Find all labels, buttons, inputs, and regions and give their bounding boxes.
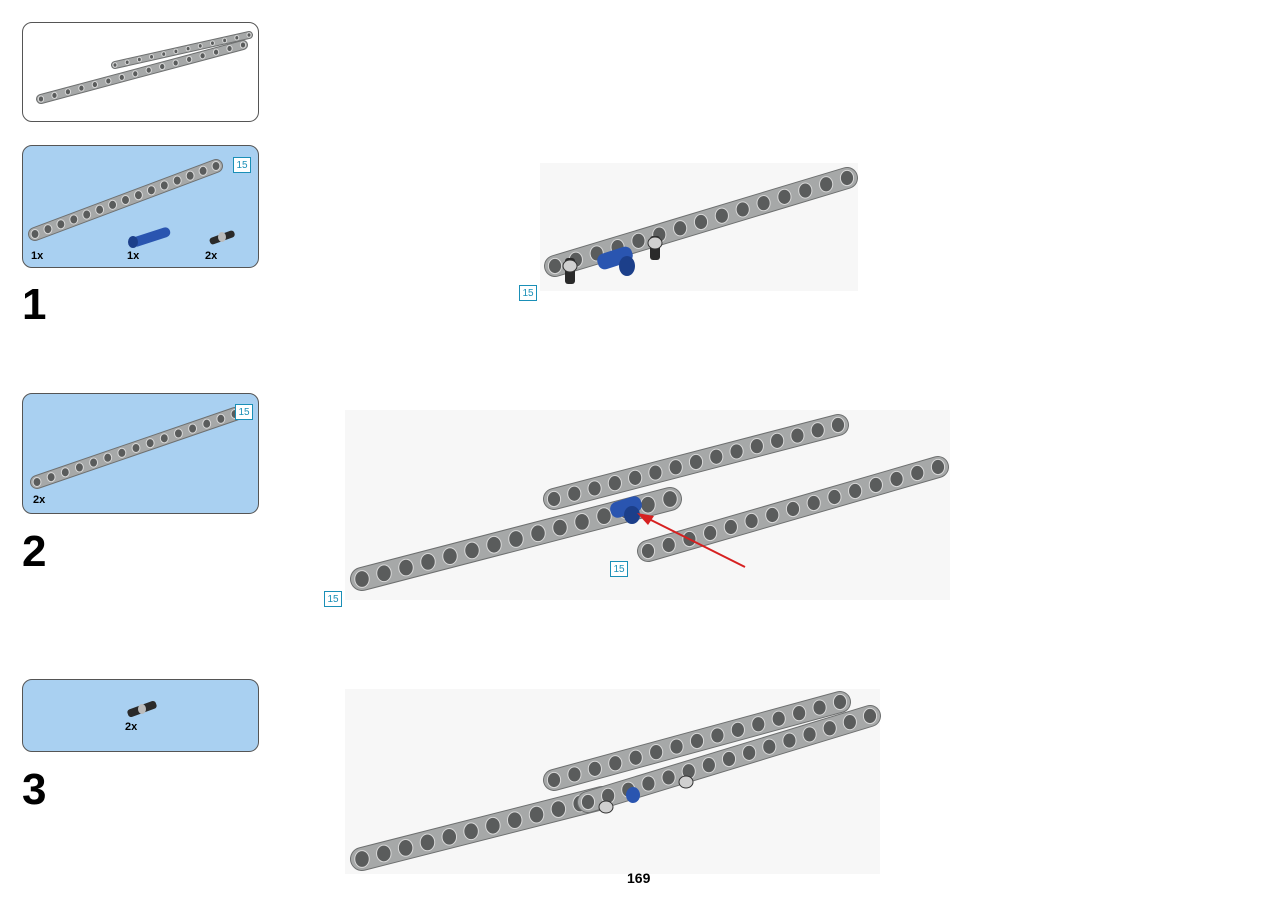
step-1-assembly-image [540, 163, 858, 291]
step-1-parts-panel: 1x 1x 2x 15 [22, 145, 259, 268]
technic-beam [30, 407, 242, 489]
submodel-preview-panel [22, 22, 259, 122]
black-friction-pin-icon [647, 236, 663, 260]
black-friction-pin-icon [678, 775, 694, 789]
black-friction-pin-icon [209, 230, 235, 245]
blue-axle-pin-icon [610, 496, 642, 524]
step-1-parts-image [28, 159, 235, 248]
step-number: 2 [22, 527, 47, 576]
page-number: 169 [627, 870, 651, 886]
technic-beam [36, 31, 253, 104]
technic-beam [350, 414, 949, 591]
part-qty: 2x [125, 721, 138, 733]
submodel-preview-image [36, 31, 253, 104]
step-number: 3 [22, 765, 47, 814]
beam-length-badge: 15 [610, 561, 628, 577]
blue-axle-pin-icon [626, 787, 640, 803]
red-arrow-icon [637, 513, 746, 568]
part-qty: 2x [33, 494, 46, 506]
step-3-parts-image [127, 700, 157, 718]
beam-length-badge: 15 [519, 285, 537, 301]
step-3-parts-panel: 2x [22, 679, 259, 752]
beam-length-badge: 15 [233, 157, 251, 173]
step-2-parts-panel: 2x 15 [22, 393, 259, 514]
beam-length-badge: 15 [235, 404, 253, 420]
black-friction-pin-icon [562, 258, 578, 284]
black-friction-pin-icon [127, 700, 157, 718]
black-friction-pin-icon [598, 800, 614, 814]
blue-axle-pin-icon [597, 246, 635, 276]
part-qty: 1x [31, 250, 44, 262]
beam-length-badge: 15 [324, 591, 342, 607]
step-2-assembly-image [345, 410, 950, 600]
technic-beam [544, 167, 858, 277]
step-3-assembly-image [345, 689, 881, 874]
step-number: 1 [22, 280, 47, 329]
blue-axle-pin-icon [128, 227, 171, 248]
step-2-parts-image [30, 407, 242, 489]
part-qty: 2x [205, 250, 218, 262]
part-qty: 1x [127, 250, 140, 262]
technic-beam [28, 159, 223, 241]
